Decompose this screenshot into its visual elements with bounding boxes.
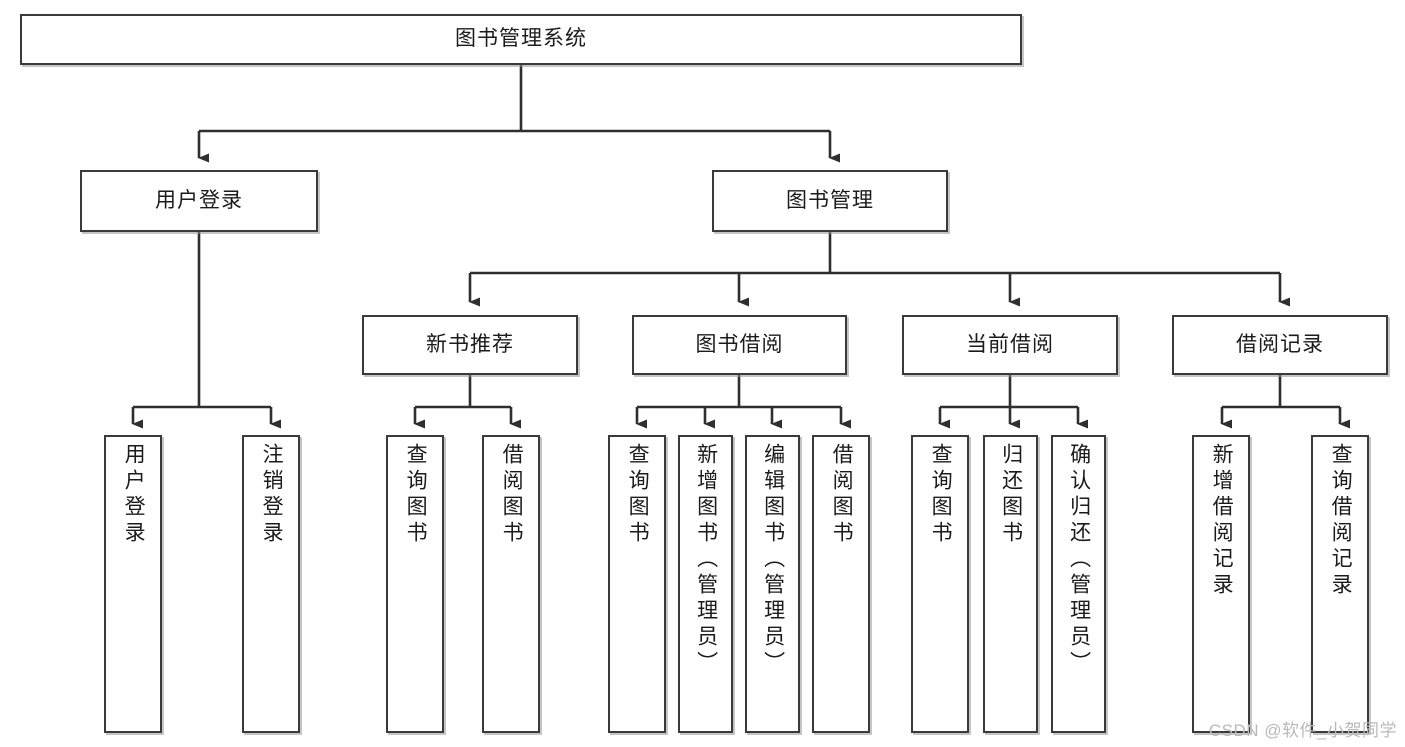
node-user-login[interactable]: 用户登录 [80,170,318,232]
leaf-user-login-label: 用户登录 [122,443,146,547]
node-book-management-label: 图书管理 [786,188,874,212]
leaf-add-book-admin[interactable]: 新增图书（管理员） [678,435,733,733]
leaf-add-borrow-record[interactable]: 新增借阅记录 [1192,435,1250,733]
node-root[interactable]: 图书管理系统 [20,14,1022,65]
node-current-borrow[interactable]: 当前借阅 [902,315,1118,375]
node-borrow-record-label: 借阅记录 [1236,332,1324,356]
node-new-book-recommend[interactable]: 新书推荐 [362,315,578,375]
node-book-borrow[interactable]: 图书借阅 [632,315,847,375]
leaf-logout-label: 注销登录 [260,443,284,547]
leaf-query-book-cb-label: 查询图书 [929,443,953,547]
leaf-user-login[interactable]: 用户登录 [104,435,162,733]
leaf-confirm-return-admin[interactable]: 确认归还（管理员） [1051,435,1106,733]
node-new-book-recommend-label: 新书推荐 [426,332,514,356]
leaf-return-book-label: 归还图书 [999,443,1023,547]
leaf-add-book-admin-label: 新增图书（管理员） [694,443,718,677]
leaf-borrow-book-nbr-label: 借阅图书 [500,443,524,547]
leaf-query-book-nbr[interactable]: 查询图书 [386,435,444,733]
leaf-edit-book-admin[interactable]: 编辑图书（管理员） [745,435,800,733]
leaf-query-book-bb-label: 查询图书 [626,443,650,547]
node-book-management[interactable]: 图书管理 [712,170,948,232]
node-book-borrow-label: 图书借阅 [695,332,784,356]
leaf-confirm-return-admin-label: 确认归还（管理员） [1067,443,1091,677]
leaf-query-book-cb[interactable]: 查询图书 [911,435,969,733]
node-user-login-label: 用户登录 [155,188,243,212]
leaf-add-borrow-record-label: 新增借阅记录 [1210,443,1234,599]
node-root-label: 图书管理系统 [455,27,587,51]
leaf-edit-book-admin-label: 编辑图书（管理员） [761,443,785,677]
watermark-text: CSDN @软件_小贺同学 [1208,721,1397,740]
leaf-return-book[interactable]: 归还图书 [983,435,1038,733]
leaf-query-borrow-record-label: 查询借阅记录 [1329,443,1353,599]
leaf-logout[interactable]: 注销登录 [242,435,300,733]
leaf-borrow-book-bb[interactable]: 借阅图书 [812,435,870,733]
leaf-borrow-book-bb-label: 借阅图书 [830,443,854,547]
leaf-query-book-bb[interactable]: 查询图书 [608,435,666,733]
leaf-borrow-book-nbr[interactable]: 借阅图书 [482,435,540,733]
leaf-query-borrow-record[interactable]: 查询借阅记录 [1311,435,1369,733]
node-current-borrow-label: 当前借阅 [966,332,1054,356]
node-borrow-record[interactable]: 借阅记录 [1172,315,1388,375]
leaf-query-book-nbr-label: 查询图书 [404,443,428,547]
